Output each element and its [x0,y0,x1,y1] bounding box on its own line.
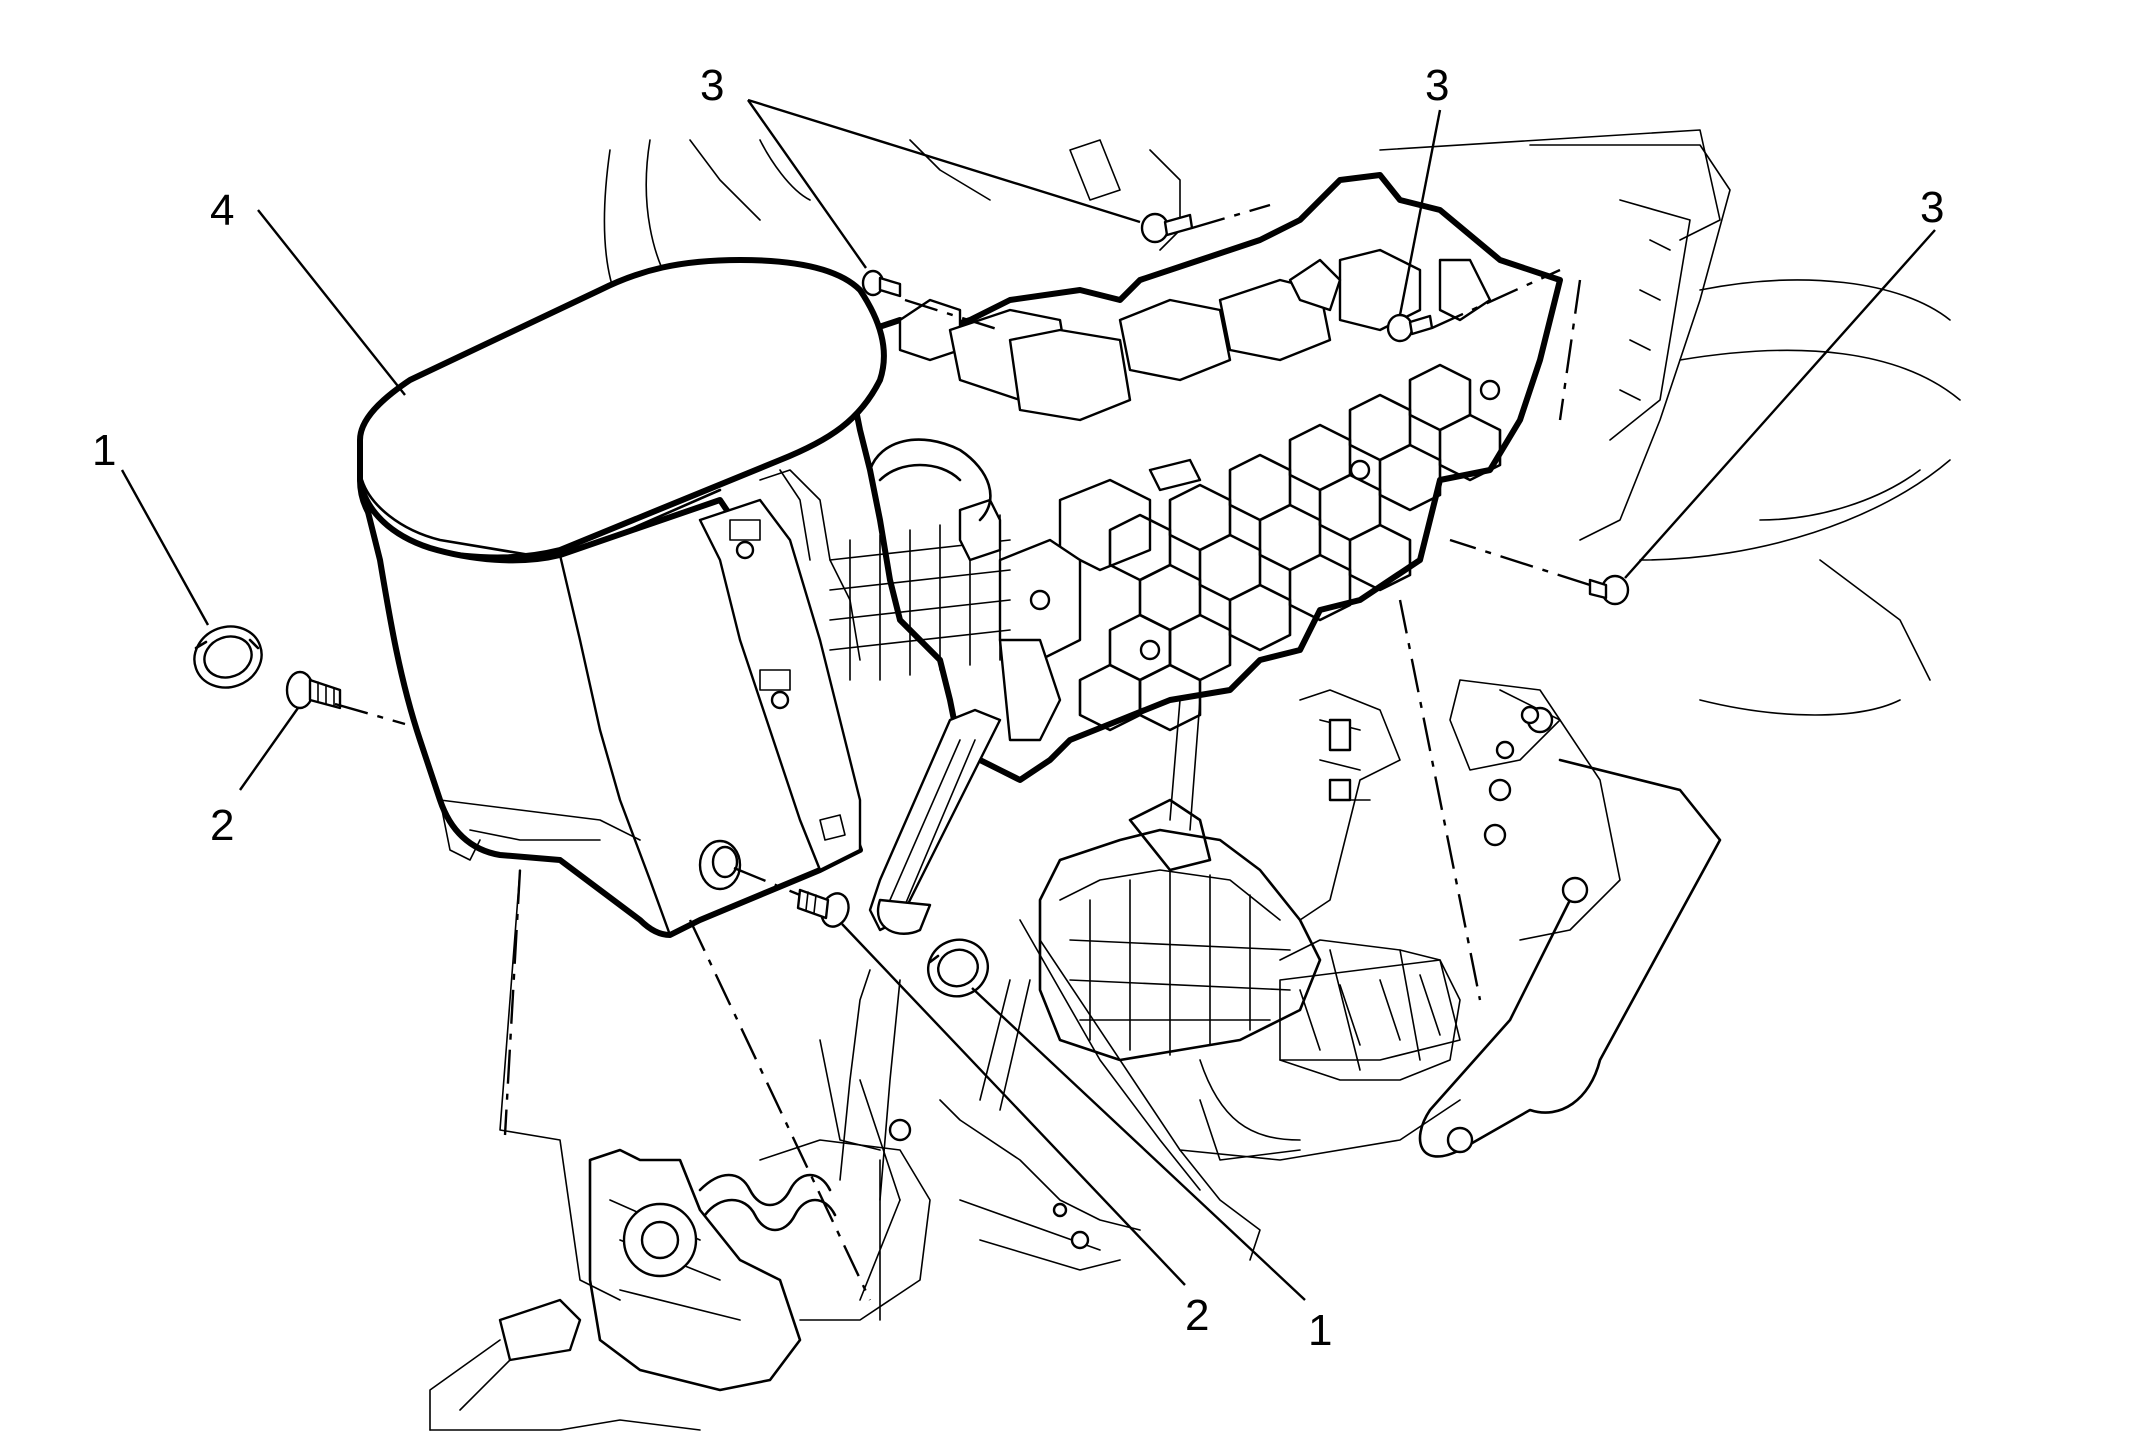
callout-3-right: 3 [1920,183,1944,232]
callout-1-bottom: 1 [1308,1306,1332,1355]
cap-left [193,625,263,689]
callout-3-top-right: 3 [1425,61,1449,110]
screw-right [1588,574,1630,606]
part-1-caps [193,625,989,998]
callout-labels: 1 2 4 3 3 3 2 1 [92,61,1944,1355]
callout-4: 4 [210,186,234,235]
bolt-right [796,888,850,928]
callout-2-bottom: 2 [1185,1291,1209,1340]
parking-brake-handle [868,708,1002,935]
console-frame-bracket [829,172,1563,783]
vehicle-background-structure [429,129,1961,1431]
screw-right-upper [1386,313,1434,343]
screw-top-left [861,269,902,298]
callout-3-top-left: 3 [700,61,724,110]
callout-2-left: 2 [210,801,234,850]
cap-right [927,938,989,998]
part-3-screws [861,212,1630,606]
part-2-bolts [285,670,850,928]
bolt-left [285,670,342,710]
callout-1-left: 1 [92,426,116,475]
screw-top-center [1140,212,1194,244]
console-armrest-compartment [357,257,887,938]
leader-lines [120,98,1936,1301]
